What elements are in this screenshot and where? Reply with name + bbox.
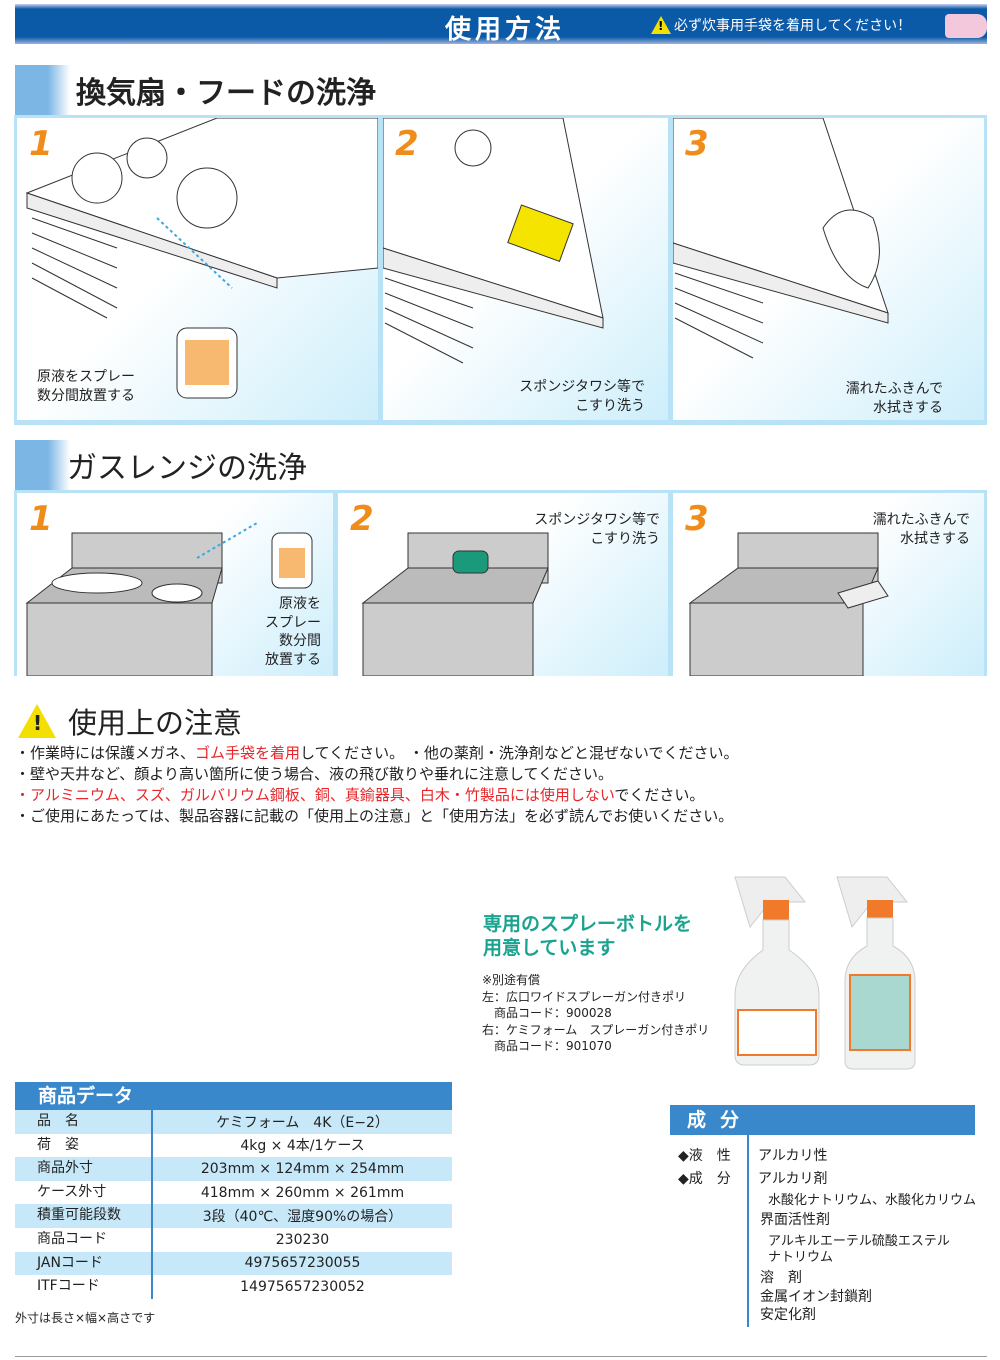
ingredient-item: 金属イオン封鎖剤 xyxy=(760,1289,872,1305)
title-accent xyxy=(15,440,70,490)
step-caption: スポンジタワシ等でこすり洗う xyxy=(519,379,645,414)
step-caption: 濡れたふきんで水拭きする xyxy=(872,512,970,547)
glove-warning: ! 必ず炊事用手袋を着用してください！ xyxy=(651,15,911,35)
hood-step-2: 2 スポンジタワシ等でこすり洗う xyxy=(383,118,668,420)
dimension-note: 外寸は長さ×幅×高さです xyxy=(15,1311,156,1325)
caution-line-2: ・壁や天井など、顔より高い箇所に使う場合、液の飛び散りや垂れに注意してください。 xyxy=(15,765,614,783)
hood-title: 換気扇・フードの洗浄 xyxy=(76,76,376,111)
hood-step-1: 1 原液をスプレー数分間放置する xyxy=(17,118,378,420)
step-number: 3 xyxy=(685,499,709,539)
step-number: 1 xyxy=(29,499,53,539)
step-number: 1 xyxy=(29,124,53,164)
product-data-title: 商品データ xyxy=(15,1082,452,1110)
stove-step-3: 3 濡れたふきんで水拭きする xyxy=(673,493,984,676)
glove-icon xyxy=(945,14,987,38)
header-bar: 使用方法 ! 必ず炊事用手袋を着用してください！ xyxy=(15,4,987,45)
spray-bottle-headline: 専用のスプレーボトルを用意しています xyxy=(483,913,693,959)
stove-step-2: 2 スポンジタワシ等でこすり洗う xyxy=(338,493,668,676)
stove-steps: 1 原液をスプレー数分間放置する 2 スポンジタワシ等でこすり洗う 3 濡れたふ… xyxy=(14,490,987,676)
ingredients-divider xyxy=(747,1135,749,1327)
ingredient-subitem: 水酸化ナトリウム、水酸化カリウム xyxy=(768,1193,977,1208)
warning-text: 必ず炊事用手袋を着用してください！ xyxy=(674,18,912,34)
ingredient-item: アルカリ剤 xyxy=(758,1171,828,1187)
page-title: 使用方法 xyxy=(445,15,566,45)
step-caption: 原液をスプレー数分間放置する xyxy=(265,596,321,668)
caution-line-4: ・ご使用にあたっては、製品容器に記載の「使用上の注意」と「使用方法」を必ず読んで… xyxy=(15,807,734,825)
ingredient-item: 溶 剤 xyxy=(760,1270,802,1286)
chemifoam-spray-bottle xyxy=(836,876,916,1070)
spray-bottles-photo xyxy=(734,876,916,1070)
hood-wipe-illustration xyxy=(673,118,889,359)
ingredient-subitem: ナトリウム xyxy=(768,1250,834,1265)
stove-wipe-illustration xyxy=(688,532,889,676)
caution-title: 使用上の注意 xyxy=(68,706,243,740)
bottom-rule xyxy=(15,1356,987,1357)
ingredients-title: 成分 xyxy=(670,1105,975,1135)
caution-line-1: ・作業時には保護メガネ、ゴム手袋を着用してください。 ・他の薬剤・洗浄剤などと混… xyxy=(15,744,739,762)
title-accent xyxy=(15,65,70,115)
stove-title: ガスレンジの洗浄 xyxy=(67,451,307,486)
liquid-value: アルカリ性 xyxy=(758,1148,828,1164)
step-number: 3 xyxy=(685,124,709,164)
stove-step-1: 1 原液をスプレー数分間放置する xyxy=(17,493,333,676)
step-number: 2 xyxy=(350,499,374,539)
step-caption: 濡れたふきんで水拭きする xyxy=(845,381,943,416)
caution-heading: ! 使用上の注意 xyxy=(18,700,242,742)
stove-section-title: ガスレンジの洗浄 xyxy=(15,440,307,490)
ingredient-subitem: アルキルエーテル硫酸エステル xyxy=(768,1234,950,1249)
hood-scrub-illustration xyxy=(383,118,604,364)
step-number: 2 xyxy=(395,124,419,164)
ingredient-item: 安定化剤 xyxy=(760,1307,816,1323)
liquid-label: ◆液 性 xyxy=(678,1148,731,1164)
step-caption: スポンジタワシ等でこすり洗う xyxy=(534,512,660,547)
caution-line-3: ・アルミニウム、スズ、ガルバリウム鋼板、銅、真鍮器具、白木・竹製品には使用しない… xyxy=(15,786,705,804)
warning-triangle-icon: ! xyxy=(651,16,671,34)
warning-triangle-icon: ! xyxy=(18,704,56,738)
stove-spray-illustration xyxy=(25,522,313,676)
step-caption: 原液をスプレー数分間放置する xyxy=(37,369,135,404)
stove-scrub-illustration xyxy=(361,532,549,676)
wide-spray-bottle xyxy=(734,876,820,1066)
hood-step-3: 3 濡れたふきんで水拭きする xyxy=(673,118,984,420)
hood-spray-illustration xyxy=(25,118,378,399)
ingredient-item: 界面活性剤 xyxy=(760,1212,830,1228)
table-row: 品 名ケミフォーム 4K（E−2） xyxy=(15,1110,452,1134)
hood-steps: 1 原液をスプレー数分間放置する 2 スポンジタワシ等でこすり洗う 3 濡れたふ… xyxy=(14,115,987,425)
hood-section-title: 換気扇・フードの洗浄 xyxy=(15,65,376,115)
components-label: ◆成 分 xyxy=(678,1171,731,1187)
